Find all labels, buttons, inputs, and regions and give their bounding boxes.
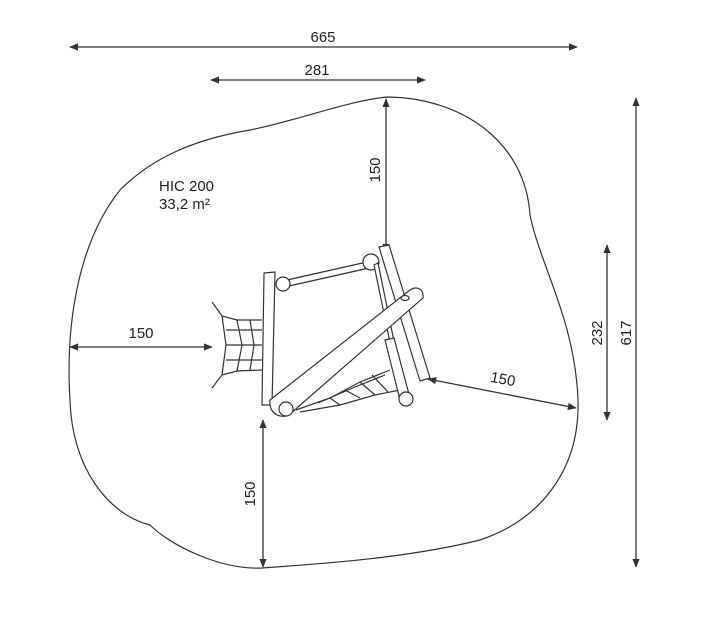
left-post <box>261 271 276 406</box>
dimension-lines <box>69 43 640 568</box>
play-equipment <box>211 244 431 417</box>
label-top-clearance: 150 <box>367 157 384 182</box>
hic-label: HIC 200 <box>159 178 214 195</box>
top-bar-left-knob <box>275 276 291 292</box>
top-bar <box>286 261 370 287</box>
area-label: 33,2 m² <box>159 196 210 213</box>
dim-line-diagonal-clearance <box>427 377 577 410</box>
label-overall-height: 617 <box>618 320 635 345</box>
right-lower-knob <box>398 391 414 407</box>
label-inner-height: 232 <box>589 320 606 345</box>
label-inner-width: 281 <box>304 62 329 79</box>
main-beam <box>269 287 424 417</box>
safety-zone-outline <box>68 96 579 569</box>
right-lower-post <box>384 337 411 401</box>
left-rope-net <box>211 301 263 389</box>
label-diagonal-clearance: 150 <box>489 369 517 390</box>
label-bottom-clearance: 150 <box>242 481 259 506</box>
beam-bolt <box>400 294 410 302</box>
label-left-clearance: 150 <box>128 325 153 342</box>
beam-bottom-knob <box>278 401 294 417</box>
label-overall-width: 665 <box>310 29 335 46</box>
lower-rope-net <box>295 369 401 413</box>
